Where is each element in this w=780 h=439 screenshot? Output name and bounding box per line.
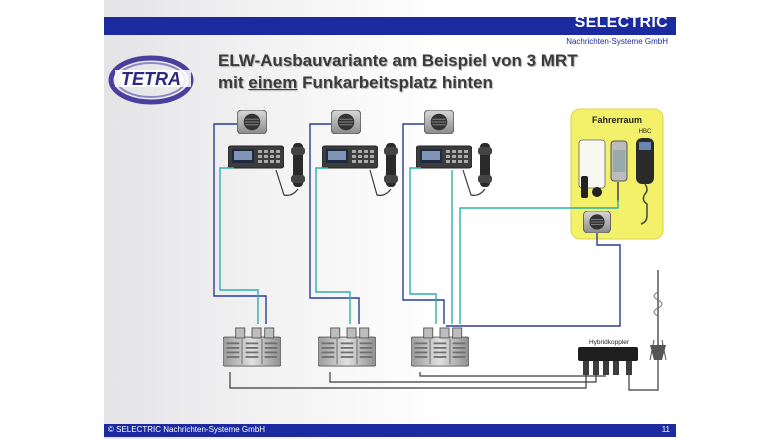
hbc-cord [640,183,648,225]
title-line-2: mit einem Funkarbeitsplatz hinten [218,72,638,94]
slide-title: ELW-Ausbauvariante am Beispiel von 3 MRT… [218,50,638,94]
handset-1 [291,143,305,187]
speaker-1 [237,110,267,134]
control-head-1 [228,145,284,169]
header-bar [104,17,676,35]
control-head-3 [416,145,472,169]
fahrerraum-speaker [583,211,611,233]
handset-2 [384,143,398,187]
tetra-logo: TETRA [108,55,194,105]
control-cables [219,167,619,324]
title-line-2-suffix: Funkarbeitsplatz hinten [297,73,493,92]
brand-subtitle: Nachrichten-Systeme GmbH [566,37,668,46]
footer-bar [104,424,676,437]
antenna [649,270,667,361]
footer-copyright: © SELECTRIC Nachrichten-Systeme GmbH [108,425,266,434]
handset-3 [478,143,492,187]
speaker-cables [213,123,621,327]
control-head-adapter-face [613,150,625,172]
hbc-display [639,142,651,150]
brand-name: SELECTRIC [574,14,668,31]
control-head-2 [322,145,378,169]
antenna-coax [229,360,659,391]
speaker-2 [331,110,361,134]
tetra-logo-text: TETRA [121,69,181,89]
radio-unit-3 [411,327,469,367]
title-line-2-prefix: mit [218,73,249,92]
radio-unit-1 [223,327,281,367]
title-line-1: ELW-Ausbauvariante am Beispiel von 3 MRT [218,51,578,70]
speaker-3 [424,110,454,134]
hybridkoppler-label: Hybridkoppler [589,339,630,346]
hybridkoppler [578,347,638,361]
title-line-2-underlined: einem [248,73,298,92]
ptt-microphone [581,176,588,198]
page-number: 11 [661,425,670,434]
radio-unit-2 [318,327,376,367]
left-margin [0,0,104,439]
foot-switch [592,187,602,197]
fahrerraum-label: Fahrerraum [592,115,642,125]
hbc-label: HBC [639,129,652,135]
hybridkoppler-connectors [583,361,632,375]
handset-cords [275,169,486,196]
